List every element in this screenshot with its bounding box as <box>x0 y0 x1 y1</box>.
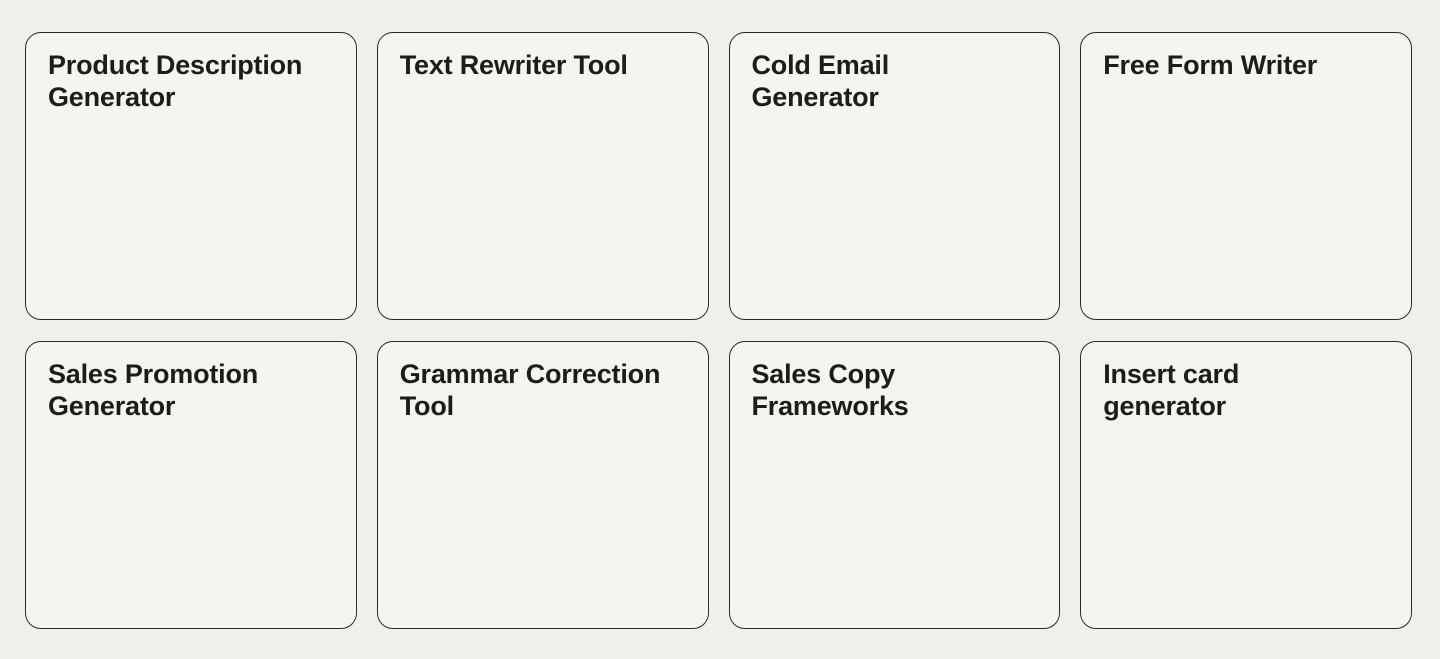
card-title: Cold Email Generator <box>751 50 890 112</box>
card-title: Insert card generator <box>1103 359 1240 421</box>
card-title: Product Description Generator <box>48 50 303 112</box>
card-sales-copy-frameworks[interactable]: Sales Copy Frameworks <box>728 341 1061 629</box>
card-title: Grammar Correction Tool <box>399 359 661 421</box>
card-product-description-generator[interactable]: Product Description Generator <box>25 32 357 320</box>
card-sales-promotion-generator[interactable]: Sales Promotion Generator <box>25 341 357 629</box>
card-title: Sales Copy Frameworks <box>751 359 909 421</box>
card-text-rewriter-tool[interactable]: Text Rewriter Tool <box>376 32 709 320</box>
card-cold-email-generator[interactable]: Cold Email Generator <box>728 32 1061 320</box>
card-title: Text Rewriter Tool <box>399 50 628 80</box>
card-grammar-correction-tool[interactable]: Grammar Correction Tool <box>376 341 709 629</box>
card-free-form-writer[interactable]: Free Form Writer <box>1080 32 1412 320</box>
card-insert-card-generator[interactable]: Insert card generator <box>1080 341 1412 629</box>
card-title: Free Form Writer <box>1103 50 1318 80</box>
card-title: Sales Promotion Generator <box>48 359 259 421</box>
